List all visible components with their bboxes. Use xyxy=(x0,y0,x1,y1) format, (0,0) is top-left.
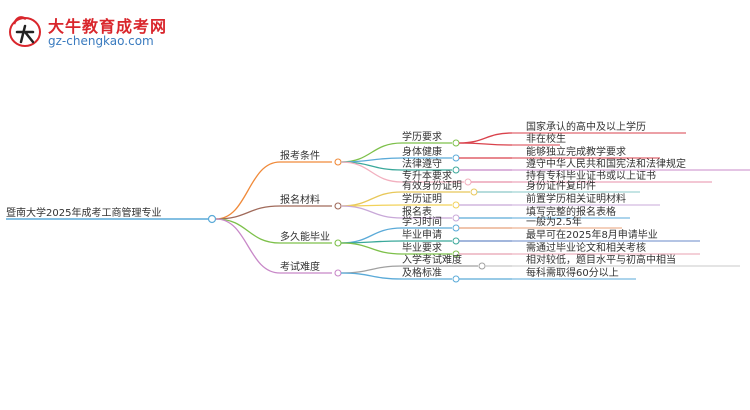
bull-logo-icon xyxy=(9,16,41,47)
leaf-label: 每科需取得60分以上 xyxy=(526,266,619,279)
branch-node-dot xyxy=(334,269,342,277)
child-label: 毕业要求 xyxy=(402,241,442,254)
site-url: gz-chengkao.com xyxy=(48,34,154,48)
leaf-label: 持有专科毕业证书或以上证书 xyxy=(526,169,656,182)
site-logo[interactable]: 大牛教育成考网 gz-chengkao.com xyxy=(8,10,208,58)
child-label: 入学考试难度 xyxy=(402,253,462,266)
branch-connector xyxy=(215,218,281,274)
leaf-label: 身份证件复印件 xyxy=(526,179,596,192)
child-node-dot xyxy=(452,214,460,222)
leaf-label: 一般为2.5年 xyxy=(526,215,582,228)
branch-connector xyxy=(215,205,281,220)
branch-label: 报名材料 xyxy=(280,193,320,206)
child-connector xyxy=(340,272,403,280)
child-label: 学历证明 xyxy=(402,192,442,205)
leaf-connector xyxy=(458,132,513,144)
child-connector xyxy=(340,265,403,274)
leaf-label: 需通过毕业论文和相关考核 xyxy=(526,241,646,254)
site-title: 大牛教育成考网 xyxy=(48,17,168,36)
child-connector xyxy=(340,142,403,163)
root-node-dot xyxy=(207,214,217,224)
child-node-dot xyxy=(470,188,478,196)
child-connector xyxy=(340,157,403,163)
child-label: 及格标准 xyxy=(402,266,442,279)
root-node-label: 暨南大学2025年成考工商管理专业 xyxy=(6,206,161,219)
branch-label: 考试难度 xyxy=(280,260,320,273)
child-connector xyxy=(340,205,403,219)
child-node-dot xyxy=(452,139,460,147)
child-node-dot xyxy=(464,178,472,186)
branch-node-dot xyxy=(334,202,342,210)
child-node-dot xyxy=(452,275,460,283)
leaf-label: 能够独立完成教学要求 xyxy=(526,145,626,158)
child-connector xyxy=(340,191,403,207)
leaf-label: 最早可在2025年8月申请毕业 xyxy=(526,228,658,241)
child-label: 学习时间 xyxy=(402,215,442,228)
leaf-label: 填写完整的报名表格 xyxy=(526,205,616,218)
leaf-label: 前置学历相关证明材料 xyxy=(526,192,626,205)
child-connector xyxy=(340,242,403,255)
leaf-connector xyxy=(458,142,513,146)
branch-node-dot xyxy=(334,239,342,247)
leaf-label: 遵守中华人民共和国宪法和法律规定 xyxy=(526,157,686,170)
child-node-dot xyxy=(452,224,460,232)
branch-connector xyxy=(215,161,281,220)
child-label: 毕业申请 xyxy=(402,228,442,241)
leaf-label: 国家承认的高中及以上学历 xyxy=(526,120,646,133)
child-label: 专升本要求 xyxy=(402,169,452,182)
child-node-dot xyxy=(452,154,460,162)
child-label: 有效身份证明 xyxy=(402,179,462,192)
branch-connector xyxy=(215,218,281,244)
child-node-dot xyxy=(452,201,460,209)
child-connector xyxy=(340,161,403,183)
child-label: 身体健康 xyxy=(402,145,442,158)
branch-label: 报考条件 xyxy=(280,149,320,162)
branch-label: 多久能毕业 xyxy=(280,230,330,243)
child-node-dot xyxy=(478,262,486,270)
child-node-dot xyxy=(452,237,460,245)
leaf-label: 非在校生 xyxy=(526,132,566,145)
child-label: 学历要求 xyxy=(402,130,442,143)
child-label: 法律遵守 xyxy=(402,157,442,170)
child-node-dot xyxy=(452,166,460,174)
branch-node-dot xyxy=(334,158,342,166)
leaf-label: 相对较低，题目水平与初高中相当 xyxy=(526,253,676,266)
child-label: 报名表 xyxy=(402,205,432,218)
